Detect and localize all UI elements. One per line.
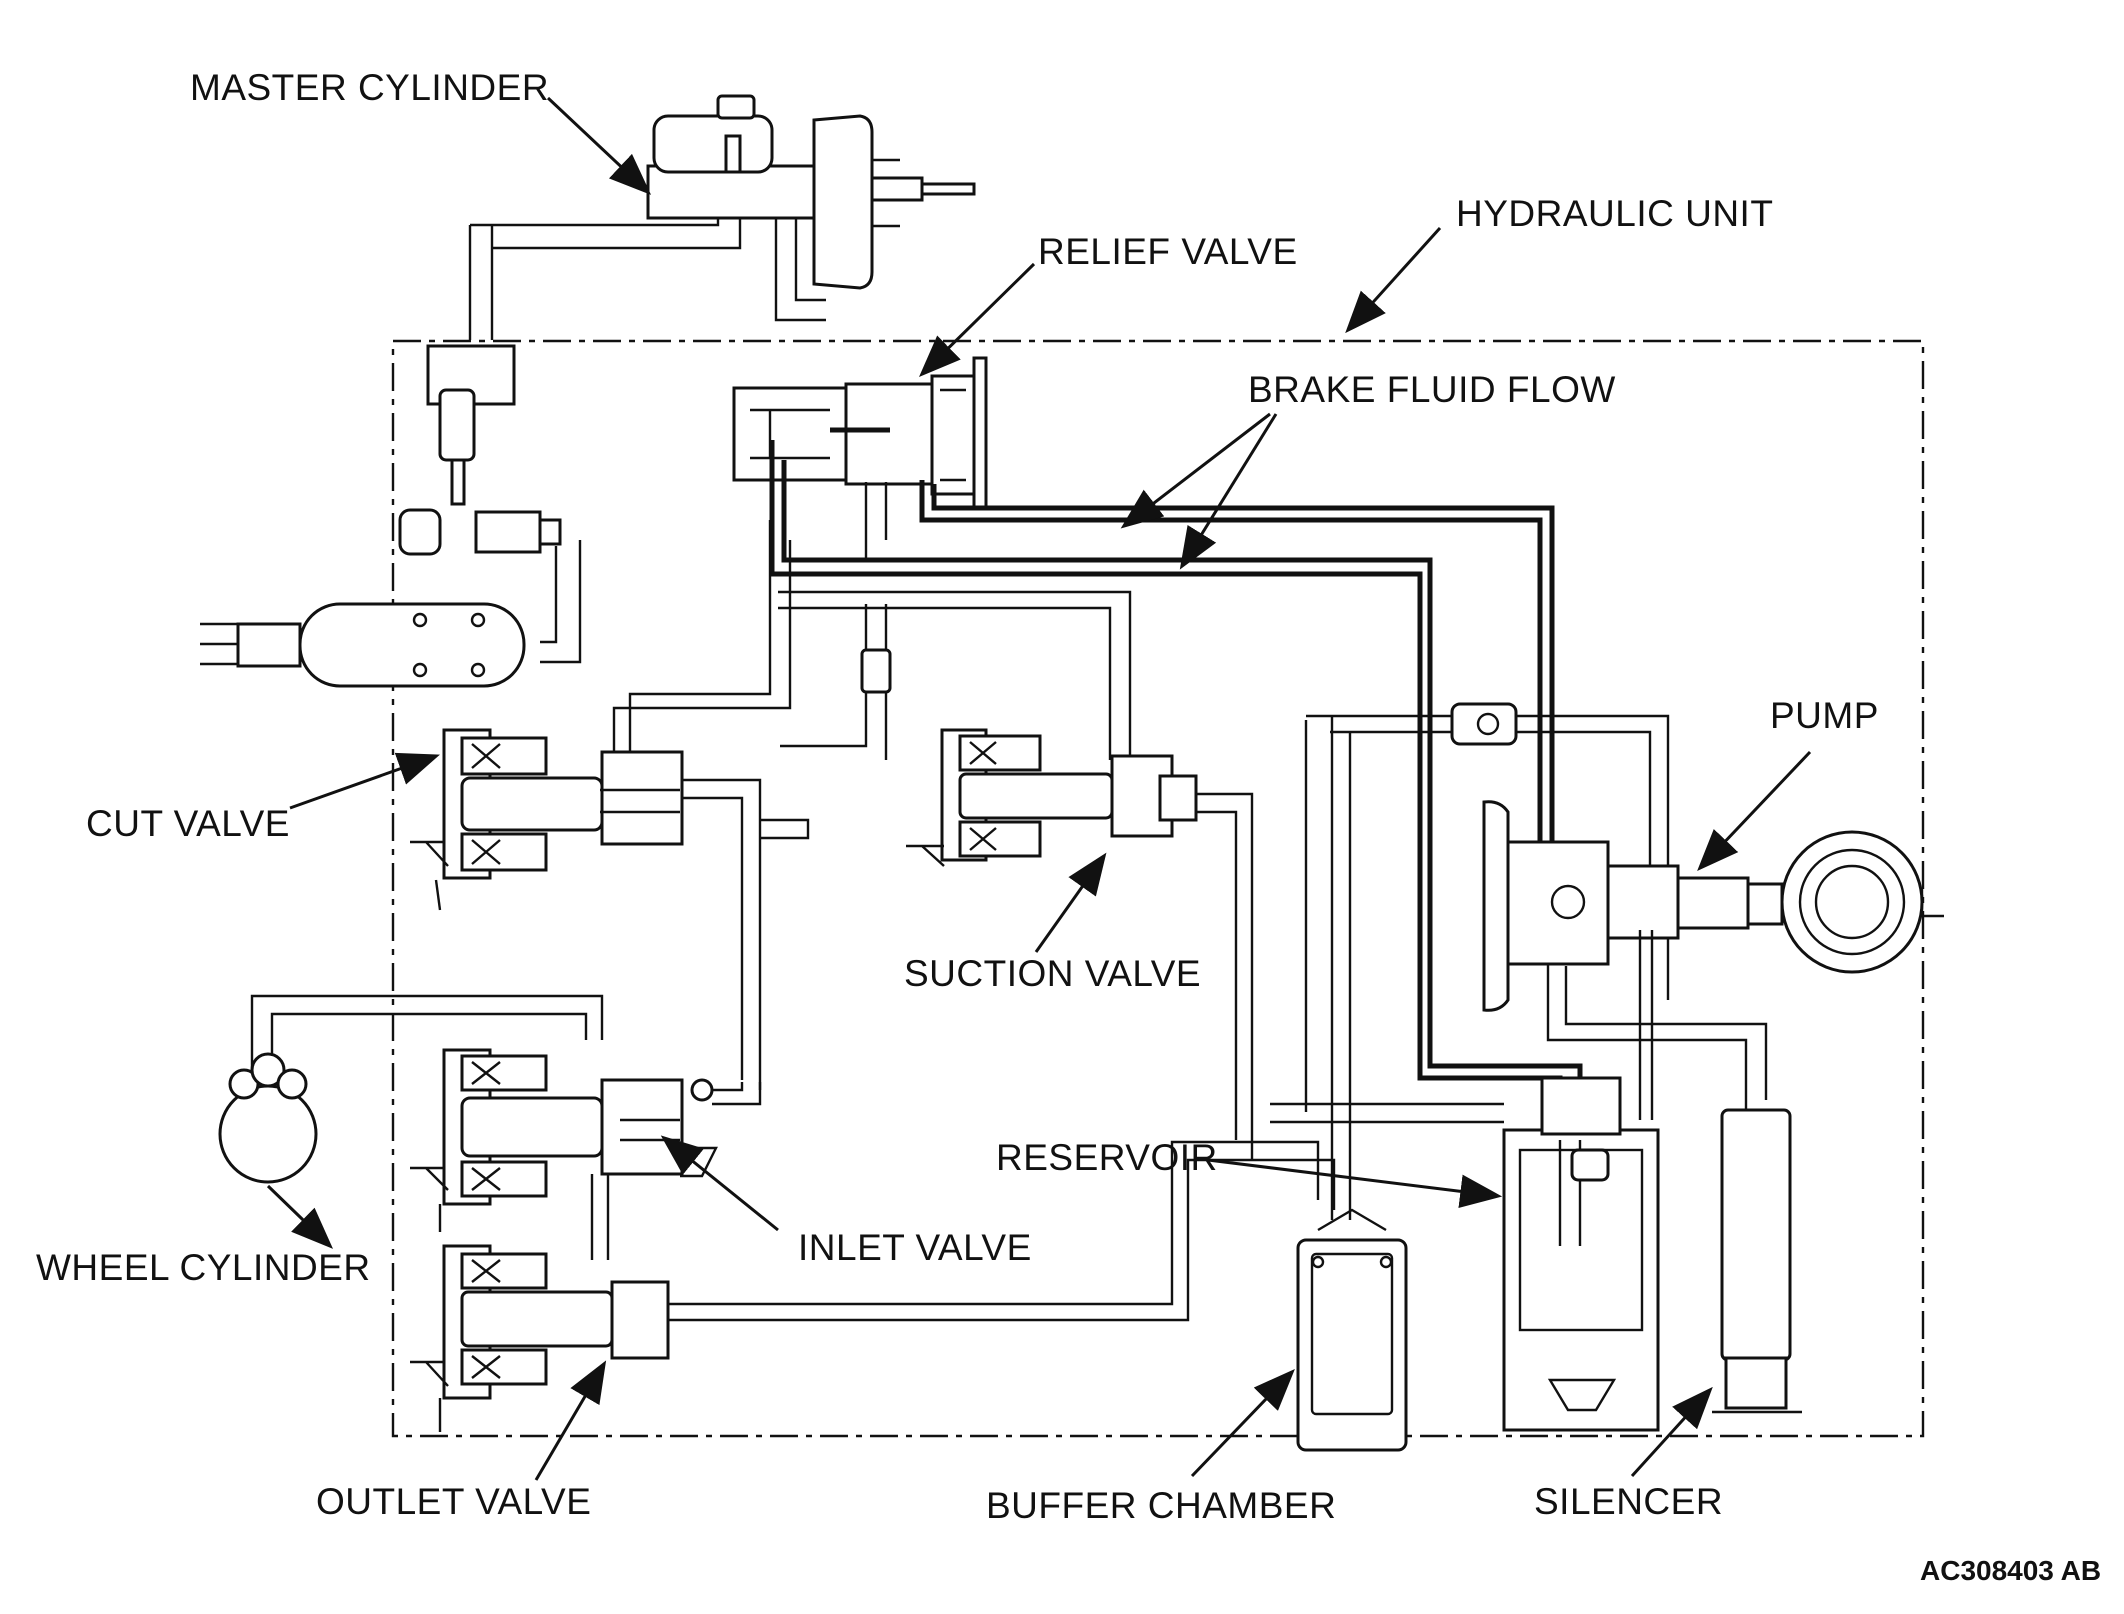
label-brake-fluid-flow: BRAKE FLUID FLOW — [1248, 369, 1616, 410]
silencer — [1712, 1108, 1802, 1414]
label-pump: PUMP — [1770, 695, 1879, 736]
label-outlet-valve: OUTLET VALVE — [316, 1481, 591, 1522]
orifice — [860, 648, 892, 694]
label-suction-valve: SUCTION VALVE — [904, 953, 1201, 994]
reservoir — [1270, 720, 1660, 1432]
label-inlet-valve: INLET VALVE — [798, 1227, 1032, 1268]
label-relief-valve: RELIEF VALVE — [1038, 231, 1298, 272]
branch-stub — [760, 818, 810, 840]
leader-lines — [266, 96, 1812, 1481]
label-silencer: SILENCER — [1534, 1481, 1723, 1522]
outlet-valve — [410, 1140, 1336, 1432]
label-master-cylinder: MASTER CYLINDER — [190, 67, 549, 108]
master-cylinder — [468, 94, 976, 340]
figure-code: AC308403 AB — [1920, 1555, 2101, 1586]
wheel-cylinder — [218, 994, 604, 1184]
relief-valve — [732, 356, 988, 560]
label-cut-valve: CUT VALVE — [86, 803, 290, 844]
cut-valve — [410, 520, 792, 1090]
vertical-line-b — [780, 692, 888, 760]
inlet-valve — [410, 1048, 762, 1260]
pump-assembly — [1306, 702, 1944, 1120]
label-hydraulic-unit: HYDRAULIC UNIT — [1456, 193, 1773, 234]
vertical-line-a — [864, 604, 888, 650]
cut-valve-assembly — [200, 344, 582, 688]
label-reservoir: RESERVOIR — [996, 1137, 1218, 1178]
label-buffer-chamber: BUFFER CHAMBER — [986, 1485, 1336, 1526]
label-wheel-cylinder: WHEEL CYLINDER — [36, 1247, 371, 1288]
buffer-chamber — [1296, 716, 1408, 1452]
suction-line — [778, 590, 1132, 760]
suction-valve — [906, 728, 1254, 1160]
